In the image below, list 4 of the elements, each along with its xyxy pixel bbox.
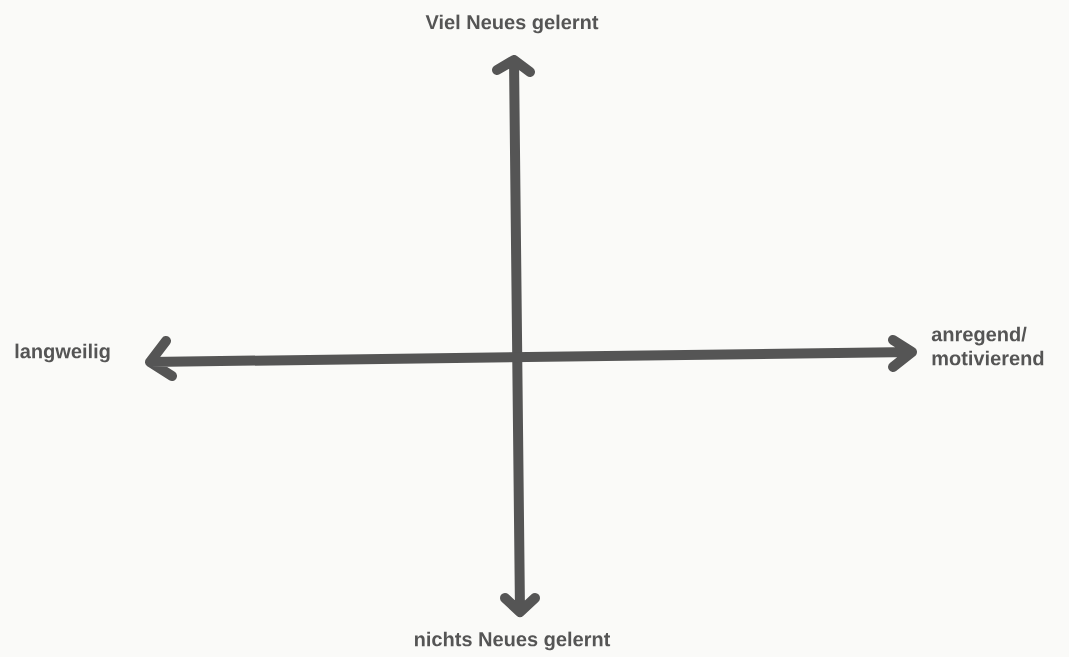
axis-label: Viel Neues gelernt: [425, 14, 599, 34]
axis-label: nichts Neues gelernt: [414, 631, 611, 651]
axis-label: langweilig: [15, 343, 110, 363]
axis-label: anregend/ motivierend: [931, 326, 1044, 366]
